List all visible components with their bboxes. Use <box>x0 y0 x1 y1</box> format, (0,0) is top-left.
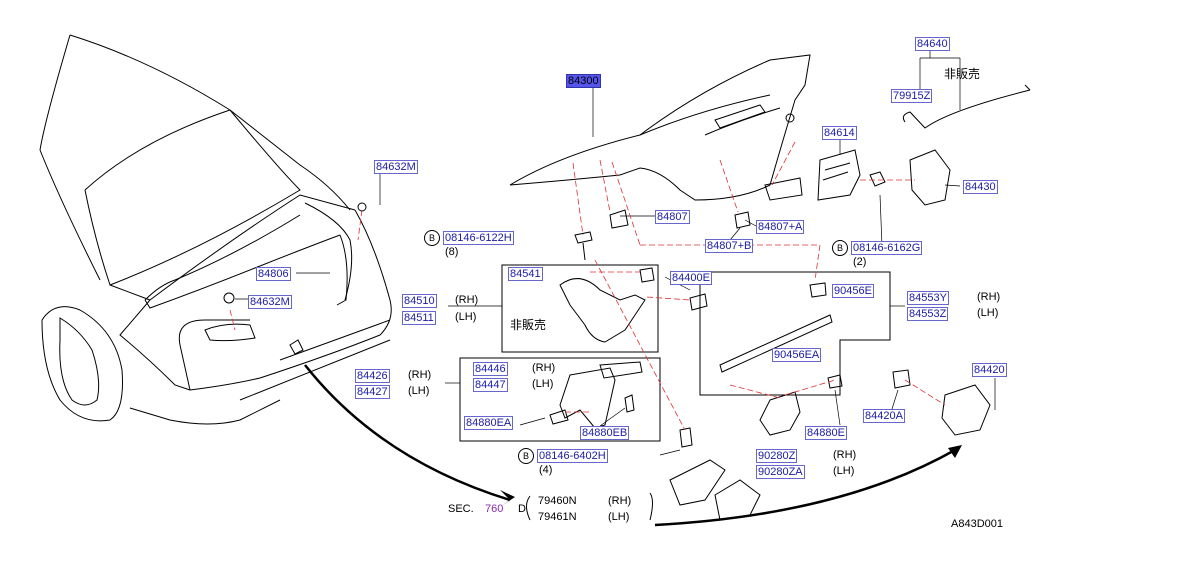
part-84880eb[interactable]: 84880EB <box>580 426 630 440</box>
strut-drawing <box>719 314 833 373</box>
part-84632m-bottom[interactable]: 84632M <box>248 295 292 309</box>
group-box-84541 <box>501 264 659 353</box>
part-84553z[interactable]: 84553Z <box>907 307 949 321</box>
lh-84553z: (LH) <box>977 307 999 319</box>
qty-2: (2) <box>853 256 867 268</box>
part-84420[interactable]: 84420 <box>972 363 1007 377</box>
latch-84420-drawing <box>941 384 991 436</box>
part-79915z[interactable]: 79915Z <box>891 89 933 103</box>
part-08146-6122h[interactable]: 08146-6122H <box>443 231 514 245</box>
bolt-b-marker-2: B <box>832 240 848 256</box>
part-90280z[interactable]: 90280Z <box>756 449 798 463</box>
part-84510[interactable]: 84510 <box>402 294 437 308</box>
qty-4: (4) <box>539 464 553 476</box>
part-84300[interactable]: 84300 <box>566 74 601 88</box>
part-84614[interactable]: 84614 <box>822 126 857 140</box>
drawing-id: A843D001 <box>951 518 1003 530</box>
part-08146-6402h[interactable]: 08146-6402H <box>537 449 608 463</box>
part-84632m-top[interactable]: 84632M <box>374 160 418 174</box>
bolt-b-marker-3: B <box>518 448 534 464</box>
bolt-b-marker-1: B <box>424 230 440 246</box>
lh-79461n: (LH) <box>608 511 630 523</box>
part-90456e[interactable]: 90456E <box>832 284 874 298</box>
sec-760-link[interactable]: 760 <box>485 503 504 515</box>
sec-79461n: 79461N <box>538 511 577 523</box>
part-84420a[interactable]: 84420A <box>863 409 905 423</box>
sec-label: SEC. <box>448 503 474 515</box>
part-84426[interactable]: 84426 <box>355 369 390 383</box>
lh-84511: (LH) <box>455 311 477 323</box>
part-84807-a[interactable]: 84807+A <box>756 220 805 234</box>
arrow-head-left <box>500 490 515 507</box>
part-84447[interactable]: 84447 <box>473 378 508 392</box>
sec-79460n: 79460N <box>538 495 577 507</box>
part-90456ea[interactable]: 90456EA <box>772 348 822 362</box>
part-84430[interactable]: 84430 <box>963 180 998 194</box>
part-08146-6162g[interactable]: 08146-6162G <box>851 241 923 255</box>
trunk-lid-drawing <box>509 54 811 201</box>
qty-8: (8) <box>445 246 459 258</box>
part-84553y[interactable]: 84553Y <box>907 291 949 305</box>
not-sold-note-2: 非販売 <box>510 318 547 332</box>
rh-84553y: (RH) <box>977 291 1001 303</box>
sec-d-marker: D <box>518 503 526 515</box>
rh-84510: (RH) <box>455 294 479 306</box>
alignment-dashes <box>229 141 946 431</box>
lh-84427: (LH) <box>408 385 430 397</box>
group-box-84446 <box>459 357 661 442</box>
rh-79460n: (RH) <box>608 495 632 507</box>
part-84541[interactable]: 84541 <box>508 267 543 281</box>
lh-90280za: (LH) <box>833 465 855 477</box>
part-84807-b[interactable]: 84807+B <box>705 239 754 253</box>
part-90280za[interactable]: 90280ZA <box>756 465 805 479</box>
part-84427[interactable]: 84427 <box>355 385 390 399</box>
car-body-drawing <box>39 34 392 425</box>
part-84511[interactable]: 84511 <box>402 311 436 325</box>
part-84806[interactable]: 84806 <box>256 267 291 281</box>
rh-84446: (RH) <box>532 362 556 374</box>
part-84880ea[interactable]: 84880EA <box>464 416 514 430</box>
rh-90280z: (RH) <box>833 449 857 461</box>
part-84640[interactable]: 84640 <box>915 37 950 51</box>
flow-arrows <box>304 364 956 527</box>
part-84400e[interactable]: 84400E <box>670 271 712 285</box>
arrow-head-right <box>948 445 962 458</box>
lh-84447: (LH) <box>532 378 554 390</box>
part-84614-drawing <box>817 149 861 201</box>
part-84446[interactable]: 84446 <box>473 362 508 376</box>
rh-84426: (RH) <box>408 369 432 381</box>
part-84807[interactable]: 84807 <box>655 210 690 224</box>
not-sold-note-1: 非販売 <box>944 67 981 81</box>
part-84430-drawing <box>909 149 951 206</box>
part-84880e[interactable]: 84880E <box>805 426 847 440</box>
